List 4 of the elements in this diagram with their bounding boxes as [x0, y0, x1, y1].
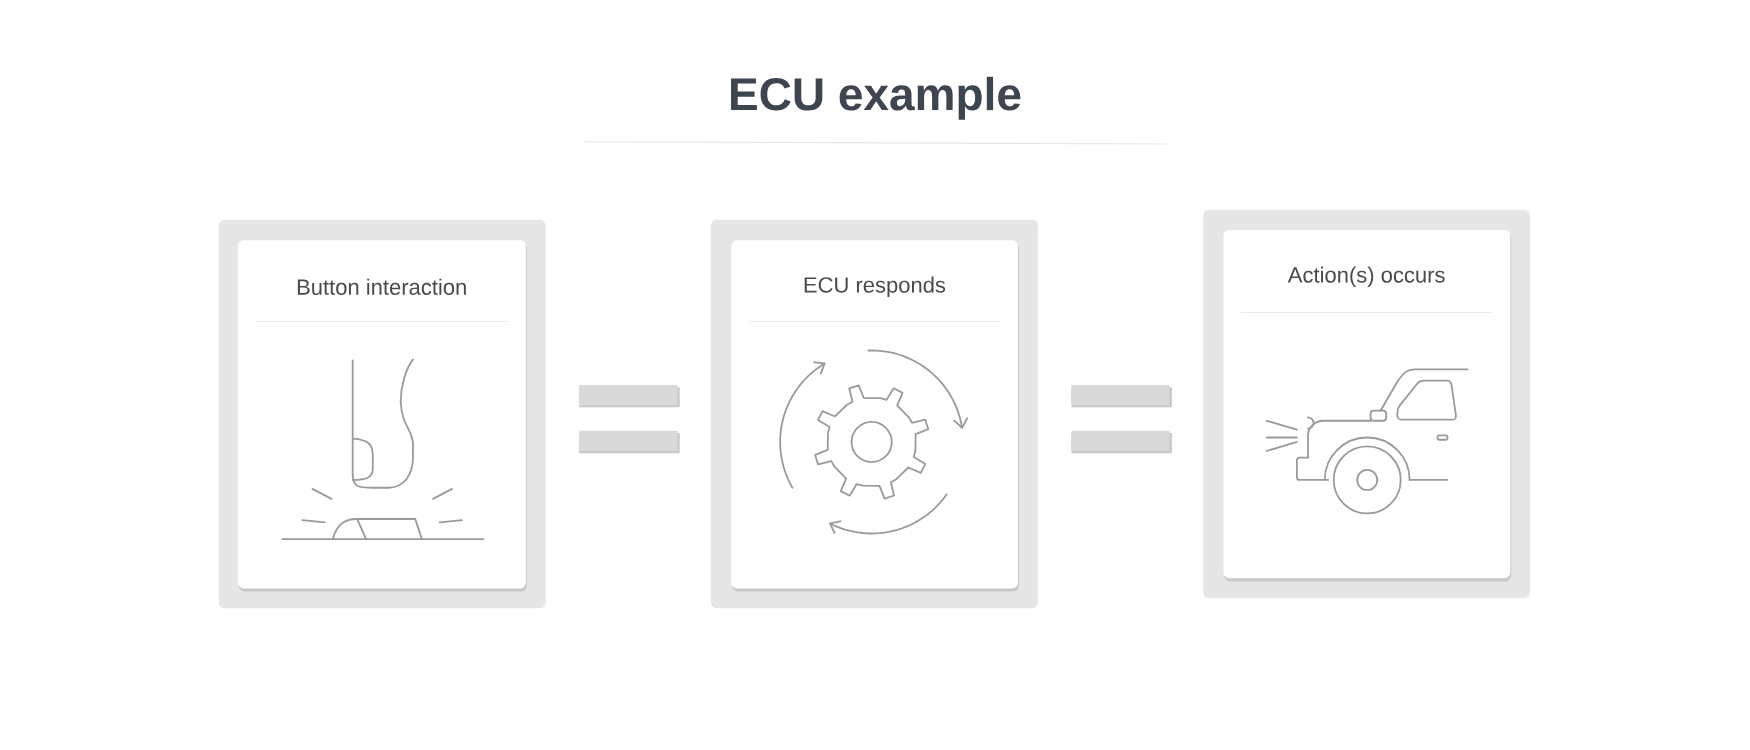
process-card: Button interaction [218, 219, 546, 609]
process-card: Action(s) occurs [1203, 209, 1531, 599]
title: ECU example [731, 76, 1021, 120]
process-card: ECU responds [710, 219, 1038, 609]
